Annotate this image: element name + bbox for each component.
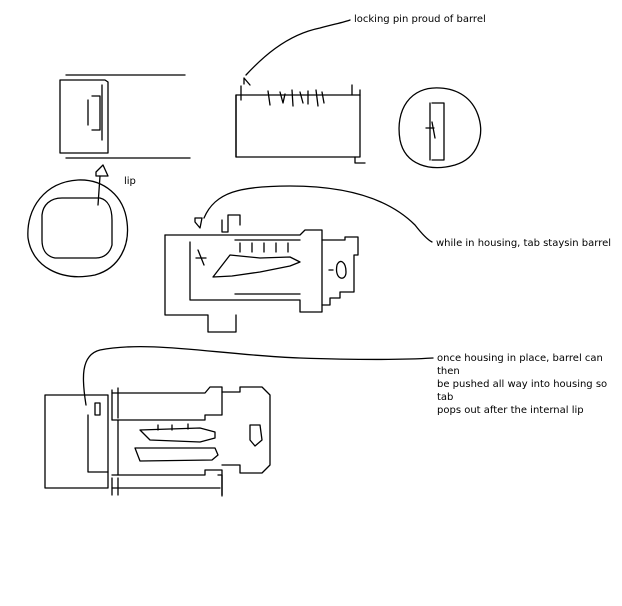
lip-ring bbox=[27, 164, 129, 278]
housing-in-place-view bbox=[44, 386, 271, 497]
barrel-end-view bbox=[398, 87, 482, 169]
housing-assembly-view bbox=[164, 214, 359, 333]
leader-lines bbox=[82, 19, 434, 406]
housing-tab-label: while in housing, tab staysin barrel bbox=[436, 238, 612, 249]
locking-pin-label: locking pin proud of barrel bbox=[354, 14, 486, 25]
housing-in-place-label: once housing in place, barrel can then b… bbox=[437, 353, 608, 416]
housing-side-view bbox=[59, 74, 191, 159]
barrel-with-pin bbox=[235, 77, 366, 164]
lip-label: lip bbox=[124, 176, 136, 187]
